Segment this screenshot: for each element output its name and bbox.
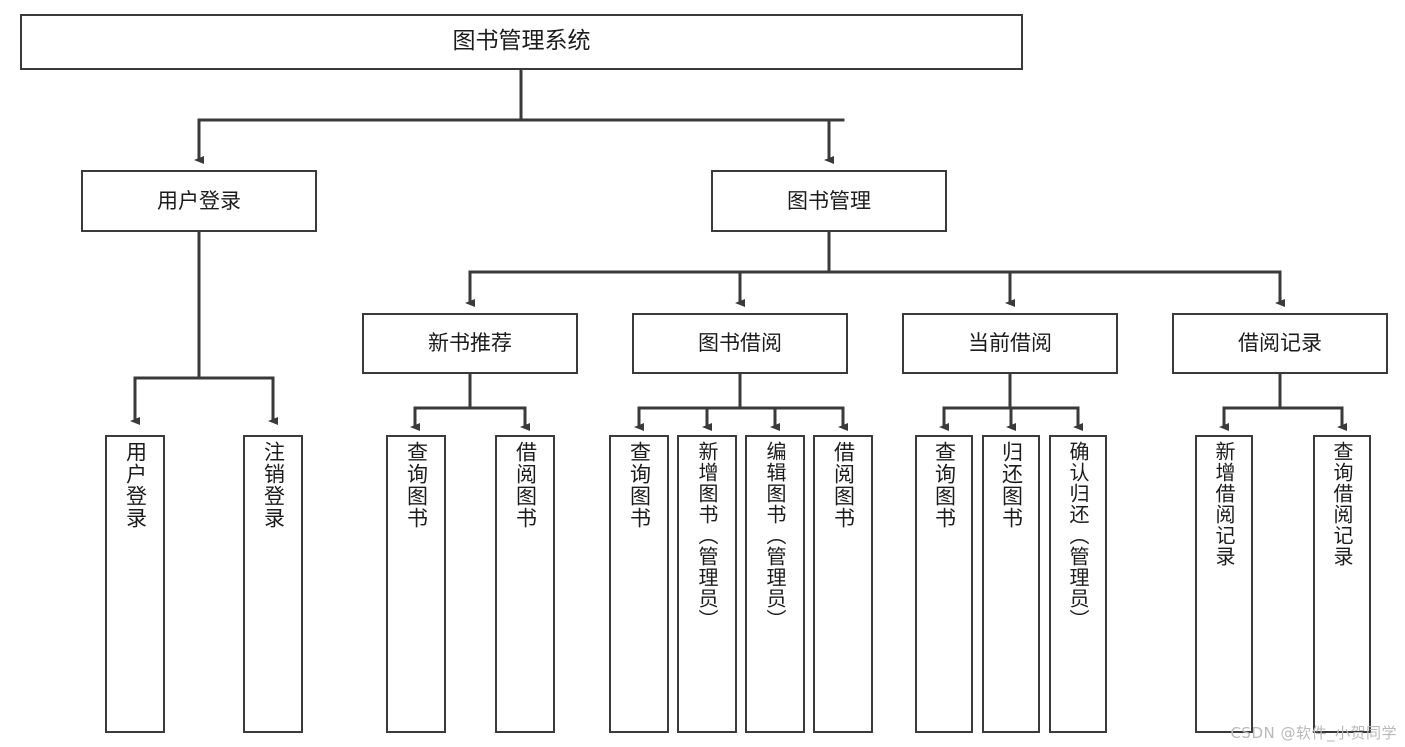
leaf-borrow-book-2-label: 借阅图书 <box>831 441 856 529</box>
leaf-add-record[interactable]: 新增借阅记录 <box>1195 435 1253 733</box>
leaf-add-book[interactable]: 新增图书（管理员） <box>677 435 737 733</box>
leaf-logout[interactable]: 注销登录 <box>243 435 303 733</box>
leaf-confirm-return[interactable]: 确认归还（管理员） <box>1049 435 1107 733</box>
leaf-query-book-2-label: 查询图书 <box>627 441 652 529</box>
node-user-login[interactable]: 用户登录 <box>81 170 317 232</box>
node-borrow-record-label: 借阅记录 <box>1238 331 1322 356</box>
leaf-edit-book-label: 编辑图书（管理员） <box>763 441 787 630</box>
node-borrow-record[interactable]: 借阅记录 <box>1172 313 1388 374</box>
leaf-borrow-book-1[interactable]: 借阅图书 <box>495 435 555 733</box>
node-book-manage-label: 图书管理 <box>787 188 871 213</box>
leaf-query-book-1[interactable]: 查询图书 <box>386 435 446 733</box>
node-book-borrow-label: 图书借阅 <box>698 331 782 356</box>
node-current-borrow[interactable]: 当前借阅 <box>902 313 1118 374</box>
node-user-login-label: 用户登录 <box>157 188 241 213</box>
node-root-label: 图书管理系统 <box>452 28 591 55</box>
leaf-return-book-label: 归还图书 <box>999 441 1024 529</box>
node-new-book-rec-label: 新书推荐 <box>428 331 512 356</box>
leaf-add-record-label: 新增借阅记录 <box>1212 441 1236 567</box>
node-root[interactable]: 图书管理系统 <box>20 14 1023 70</box>
leaf-logout-label: 注销登录 <box>261 441 286 529</box>
leaf-query-book-3-label: 查询图书 <box>932 441 957 529</box>
leaf-user-login-label: 用户登录 <box>123 441 148 529</box>
node-current-borrow-label: 当前借阅 <box>968 331 1052 356</box>
csdn-watermark: CSDN @软件_小贺同学 <box>1230 724 1397 742</box>
leaf-confirm-return-label: 确认归还（管理员） <box>1066 441 1090 630</box>
node-new-book-rec[interactable]: 新书推荐 <box>362 313 578 374</box>
leaf-user-login[interactable]: 用户登录 <box>105 435 165 733</box>
leaf-query-book-2[interactable]: 查询图书 <box>609 435 669 733</box>
leaf-query-record-label: 查询借阅记录 <box>1330 441 1354 567</box>
leaf-query-record[interactable]: 查询借阅记录 <box>1313 435 1371 733</box>
node-book-manage[interactable]: 图书管理 <box>711 170 947 232</box>
leaf-borrow-book-2[interactable]: 借阅图书 <box>813 435 873 733</box>
leaf-query-book-3[interactable]: 查询图书 <box>915 435 973 733</box>
leaf-return-book[interactable]: 归还图书 <box>982 435 1040 733</box>
node-book-borrow[interactable]: 图书借阅 <box>632 313 848 374</box>
leaf-query-book-1-label: 查询图书 <box>404 441 429 529</box>
leaf-add-book-label: 新增图书（管理员） <box>695 441 719 630</box>
leaf-borrow-book-1-label: 借阅图书 <box>513 441 538 529</box>
leaf-edit-book[interactable]: 编辑图书（管理员） <box>745 435 805 733</box>
